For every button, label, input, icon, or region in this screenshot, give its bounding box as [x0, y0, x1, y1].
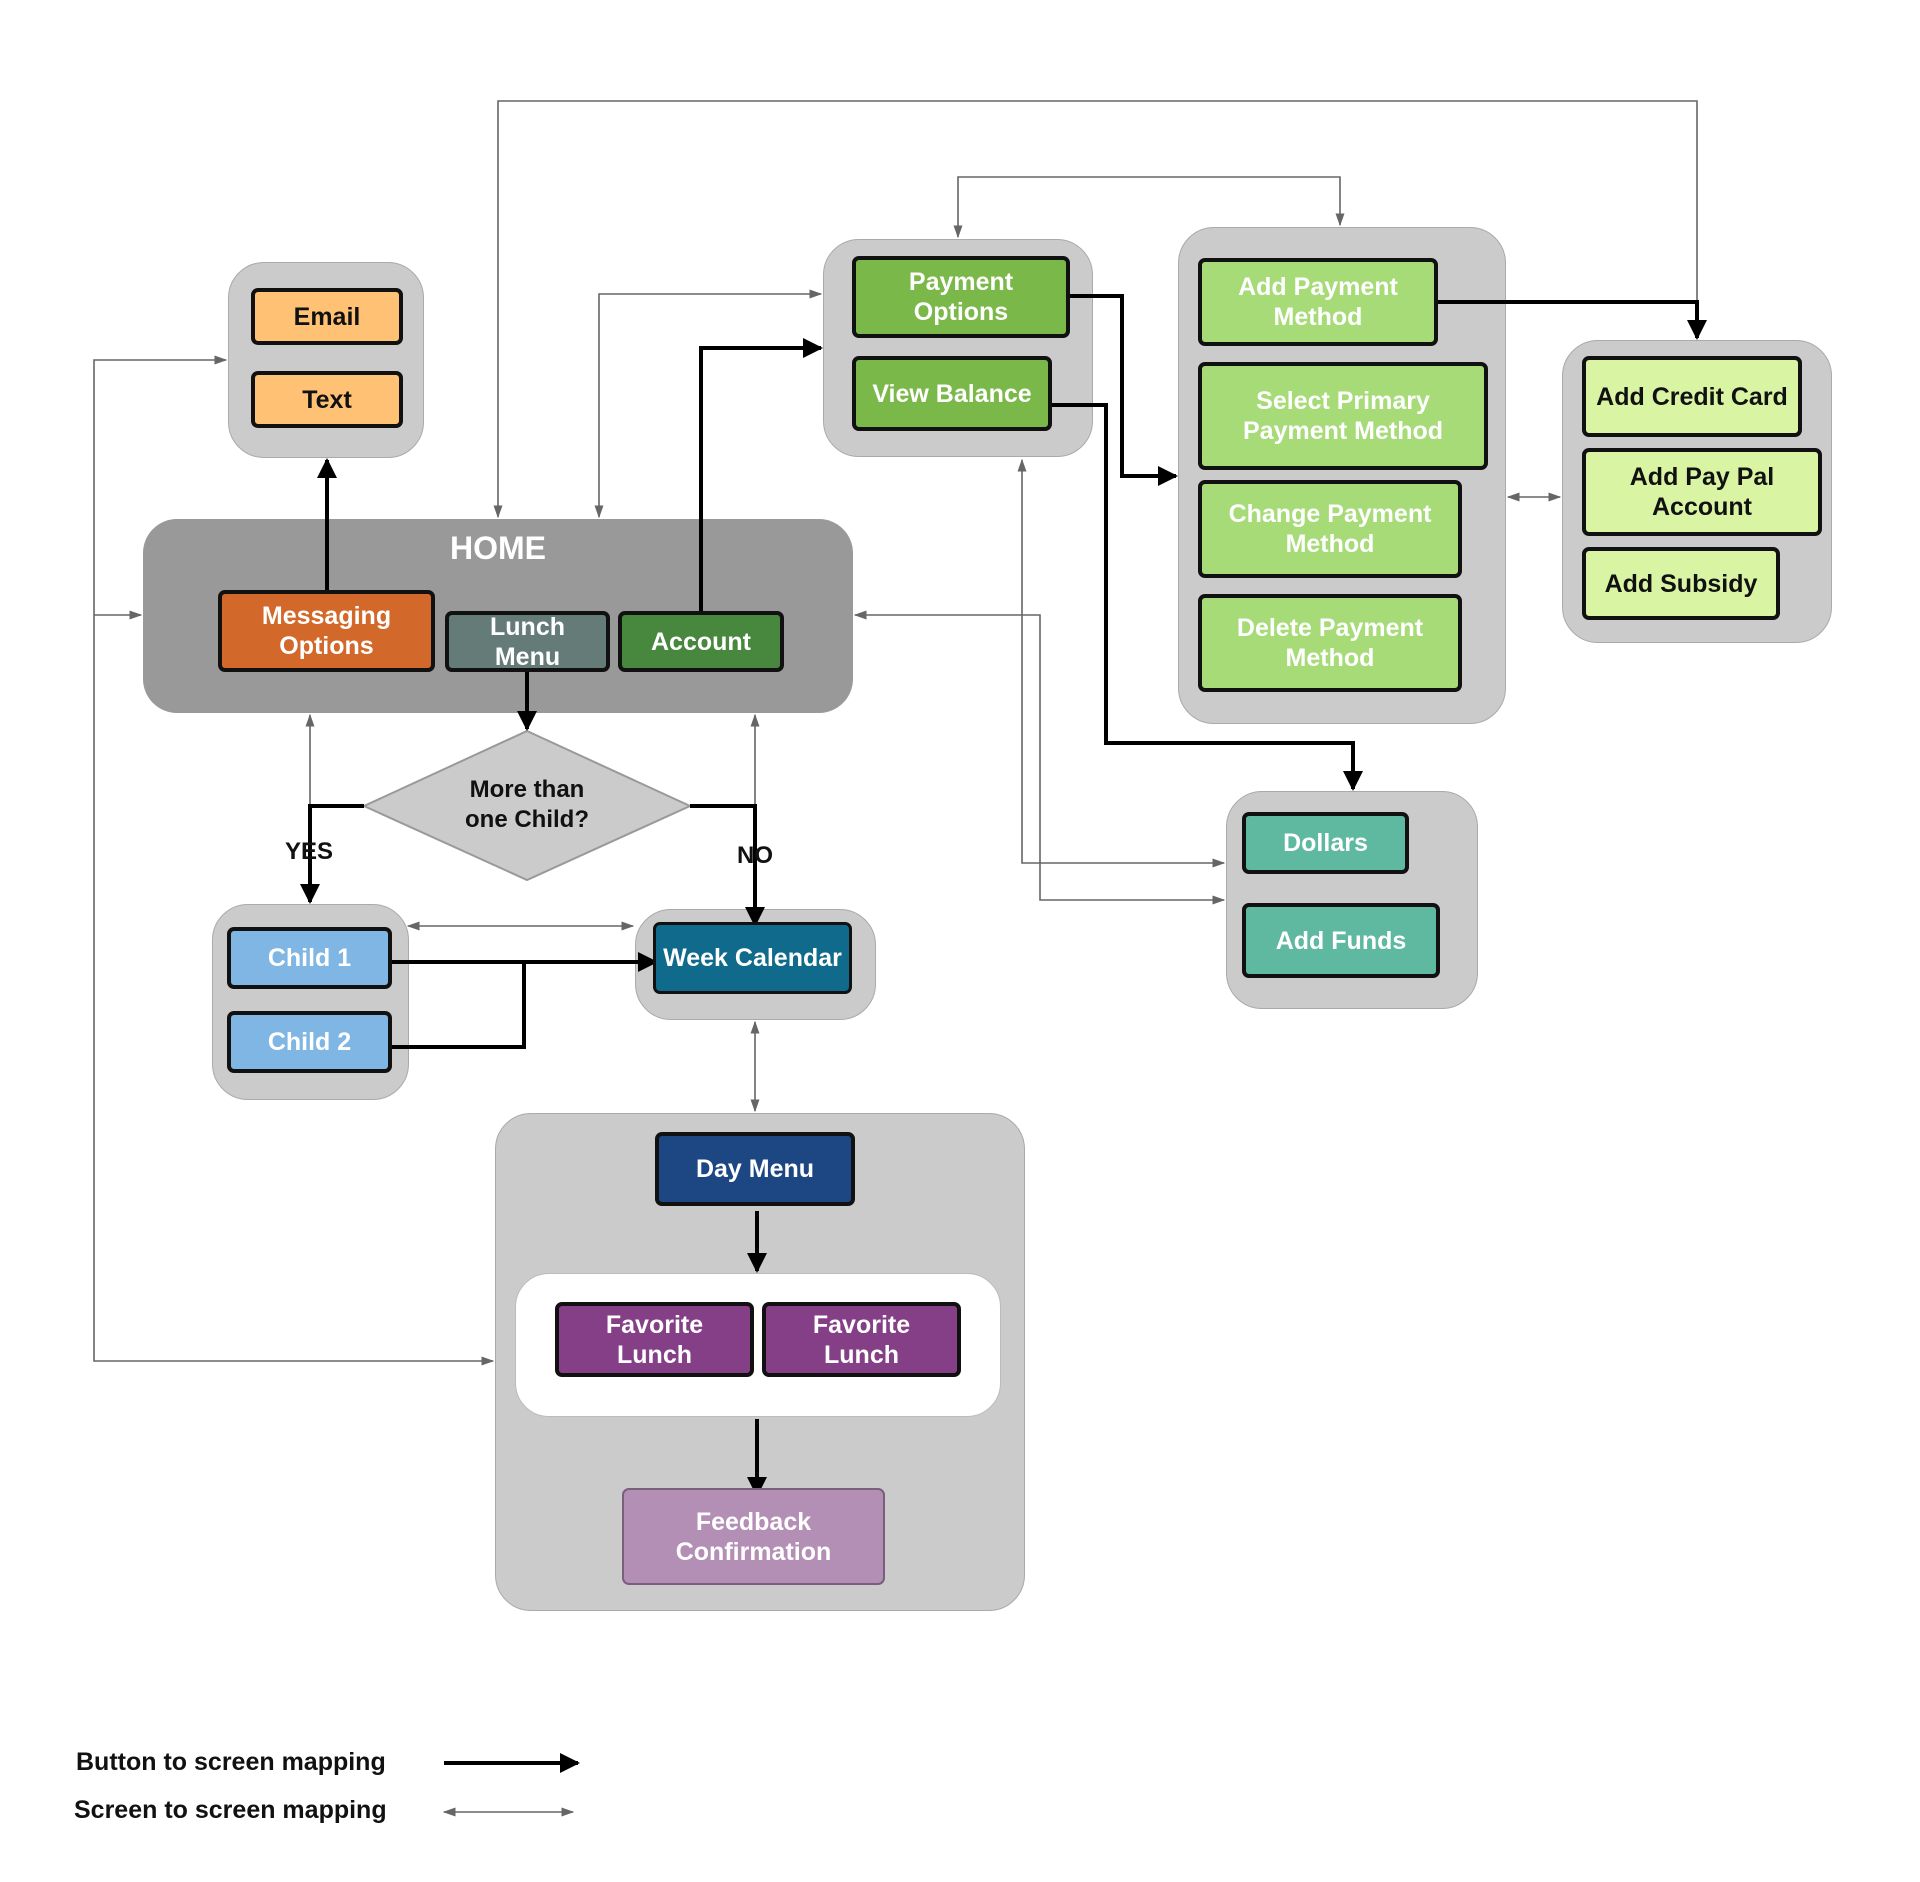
add-funds-button[interactable]: Add Funds	[1242, 903, 1440, 978]
add-credit-card-button[interactable]: Add Credit Card	[1582, 356, 1802, 437]
email-button[interactable]: Email	[251, 288, 403, 345]
messaging-options-button[interactable]: Messaging Options	[218, 590, 435, 672]
delete-payment-method-button[interactable]: Delete Payment Method	[1198, 594, 1462, 692]
child-2-button[interactable]: Child 2	[227, 1011, 392, 1073]
legend-button-to-screen: Button to screen mapping	[76, 1748, 386, 1776]
view-balance-button[interactable]: View Balance	[852, 356, 1052, 431]
select-primary-payment-method-button[interactable]: Select Primary Payment Method	[1198, 362, 1488, 470]
text-button[interactable]: Text	[251, 371, 403, 428]
yes-label: YES	[285, 838, 334, 865]
account-button[interactable]: Account	[618, 611, 784, 672]
legend-screen-to-screen: Screen to screen mapping	[74, 1796, 387, 1824]
favorite-lunch-button-2[interactable]: Favorite Lunch	[762, 1302, 961, 1377]
favorite-lunch-button-1[interactable]: Favorite Lunch	[555, 1302, 754, 1377]
day-menu-button[interactable]: Day Menu	[655, 1132, 855, 1206]
child-1-button[interactable]: Child 1	[227, 927, 392, 989]
add-payment-method-button[interactable]: Add Payment Method	[1198, 258, 1438, 346]
no-label: NO	[737, 842, 773, 869]
payment-options-button[interactable]: Payment Options	[852, 256, 1070, 338]
lunch-menu-button[interactable]: Lunch Menu	[445, 611, 610, 672]
change-payment-method-button[interactable]: Change Payment Method	[1198, 480, 1462, 578]
add-subsidy-button[interactable]: Add Subsidy	[1582, 547, 1780, 620]
add-pay-pal-account-button[interactable]: Add Pay Pal Account	[1582, 448, 1822, 536]
feedback-confirmation-button[interactable]: Feedback Confirmation	[622, 1488, 885, 1585]
week-calendar-button[interactable]: Week Calendar	[653, 922, 852, 994]
decision-question: More than one Child?	[465, 776, 589, 833]
dollars-button[interactable]: Dollars	[1242, 812, 1409, 874]
